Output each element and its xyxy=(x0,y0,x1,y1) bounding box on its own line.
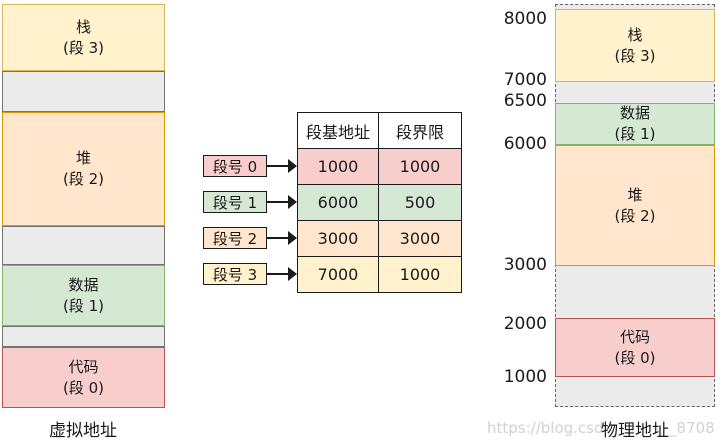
segment-number-box-1: 段号 1 xyxy=(203,191,267,213)
block-name: 代码 xyxy=(68,357,99,376)
table-cell-limit: 1000 xyxy=(378,256,462,293)
virtual-block-stack: 栈 (段 3) xyxy=(2,4,165,71)
block-name: 数据 xyxy=(68,275,99,294)
block-seg: (段 2) xyxy=(614,206,656,225)
arrow-right-icon xyxy=(267,267,297,281)
table-cell-limit: 3000 xyxy=(378,220,462,257)
block-seg: (段 1) xyxy=(62,296,105,315)
block-seg: (段 3) xyxy=(62,38,105,57)
physical-block-code: 代码 (段 0) xyxy=(555,318,715,377)
virtual-block-data: 数据 (段 1) xyxy=(2,265,165,326)
watermark-text: _8708 xyxy=(669,419,715,437)
block-seg: (段 3) xyxy=(614,46,656,65)
arrow-right-icon xyxy=(267,159,297,173)
table-cell-limit: 500 xyxy=(378,184,462,221)
watermark-text: https://blog.csd xyxy=(487,419,604,437)
table-header-row: 段基地址 段界限 xyxy=(297,112,462,149)
segment-number-box-3: 段号 3 xyxy=(203,263,267,285)
block-name: 堆 xyxy=(75,149,91,167)
table-cell-base: 6000 xyxy=(297,184,379,221)
table-cell-base: 7000 xyxy=(297,256,379,293)
block-seg: (段 1) xyxy=(614,125,656,143)
table-cell-base: 3000 xyxy=(297,220,379,257)
physical-block-heap: 堆 (段 2) xyxy=(555,145,715,266)
segment-number-box-2: 段号 2 xyxy=(203,227,267,249)
address-label-3000: 3000 xyxy=(503,255,547,275)
block-name: 代码 xyxy=(619,327,650,346)
address-label-6000: 6000 xyxy=(503,134,547,154)
table-cell-limit: 1000 xyxy=(378,148,462,185)
virtual-block-code: 代码 (段 0) xyxy=(2,347,165,408)
table-row: 6000 500 xyxy=(297,184,462,221)
block-seg: (段 0) xyxy=(614,348,656,367)
address-label-7000: 7000 xyxy=(503,70,547,90)
table-header-base: 段基地址 xyxy=(297,112,379,149)
table-header-limit: 段界限 xyxy=(378,112,462,149)
address-label-2000: 2000 xyxy=(503,314,547,334)
virtual-block-gap xyxy=(2,71,165,112)
table-row: 7000 1000 xyxy=(297,256,462,293)
physical-block-data: 数据 (段 1) xyxy=(555,103,715,145)
physical-address-caption: 物理地址 xyxy=(601,421,669,441)
block-name: 栈 xyxy=(75,17,91,36)
block-seg: (段 2) xyxy=(62,170,105,188)
table-cell-base: 1000 xyxy=(297,148,379,185)
block-name: 堆 xyxy=(627,185,643,204)
address-label-8000: 8000 xyxy=(503,9,547,29)
virtual-address-caption: 虚拟地址 xyxy=(49,421,117,441)
arrow-right-icon xyxy=(267,231,297,245)
block-name: 数据 xyxy=(619,104,650,122)
address-label-6500: 6500 xyxy=(503,91,547,111)
address-label-1000: 1000 xyxy=(503,367,547,387)
segment-number-box-0: 段号 0 xyxy=(203,155,267,177)
table-row: 3000 3000 xyxy=(297,220,462,257)
table-row: 1000 1000 xyxy=(297,148,462,185)
physical-block-stack: 栈 (段 3) xyxy=(555,9,715,82)
block-seg: (段 0) xyxy=(62,378,105,397)
virtual-block-gap xyxy=(2,326,165,347)
segment-table: 段基地址 段界限 1000 1000 6000 500 3000 3000 70… xyxy=(297,112,462,293)
arrow-right-icon xyxy=(267,195,297,209)
virtual-block-heap: 堆 (段 2) xyxy=(2,112,165,226)
virtual-block-gap xyxy=(2,226,165,265)
block-name: 栈 xyxy=(627,25,643,44)
